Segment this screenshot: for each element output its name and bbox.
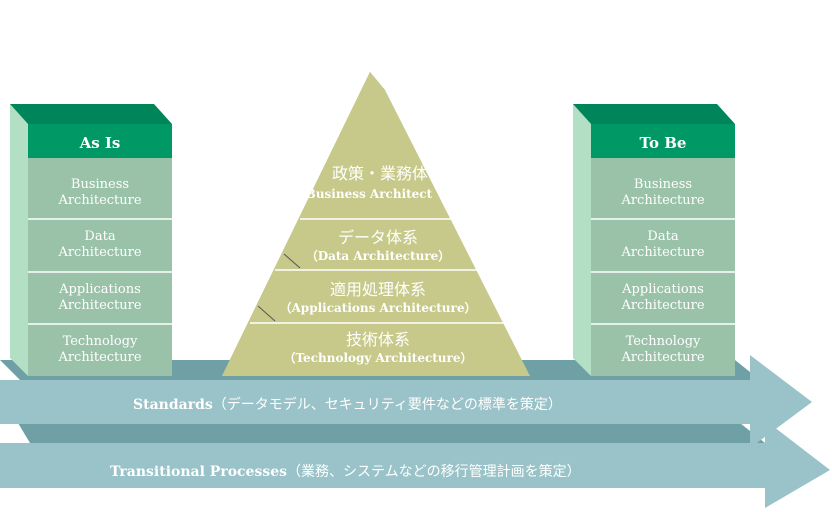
to-be-business-cell: Business Architecture [591,177,735,209]
standards-label-en: Standards [133,397,213,413]
pyramid-face [222,72,530,376]
to-be-box-top [573,104,735,124]
to-be-technology-cell: Technology Architecture [591,334,735,366]
transitional-label-en: Transitional Processes [110,464,288,480]
to-be-technology-line1: Technology [625,334,701,349]
pyramid-business-jp: 政策・業務体 [331,165,428,183]
to-be-title: To Be [639,134,687,152]
to-be-business-line2: Architecture [621,193,705,208]
as-is-applications-line1: Applications [59,282,141,297]
standards-arrow-body [0,355,812,448]
pyramid-business-en: (Business Architect [300,187,433,201]
to-be-box [573,104,735,376]
as-is-header-bg [28,124,172,158]
to-be-applications-cell: Applications Architecture [591,282,735,314]
to-be-data-line2: Architecture [621,245,705,260]
to-be-business-line1: Business [633,177,693,192]
transitional-label-jp: （業務、システムなどの移行管理計画を策定） [287,464,581,480]
to-be-applications-line2: Architecture [621,298,705,313]
as-is-technology-cell: Technology Architecture [28,334,172,366]
pyramid-data-en: （Data Architecture） [305,249,451,263]
to-be-technology-line2: Architecture [621,350,705,365]
as-is-data-cell: Data Architecture [28,229,172,261]
to-be-box-side [573,104,591,376]
to-be-body-bg [591,158,735,376]
as-is-business-line1: Business [70,177,130,192]
as-is-box-side [10,104,28,376]
to-be-applications-line1: Applications [622,282,704,297]
transitional-arrow [0,420,830,508]
as-is-box-top [10,104,172,124]
pyramid-data-jp: データ体系 [337,228,418,247]
as-is-box [10,104,172,376]
as-is-data-line1: Data [84,229,116,244]
pyramid-technology-en: （Technology Architecture） [283,351,473,365]
as-is-applications-line2: Architecture [58,298,142,313]
to-be-data-line1: Data [647,229,679,244]
as-is-business-cell: Business Architecture [28,177,172,209]
standards-label: Standards（データモデル、セキュリティ要件などの標準を策定） [133,394,562,414]
to-be-data-cell: Data Architecture [591,229,735,261]
as-is-technology-line2: Architecture [58,350,142,365]
pyramid [222,72,530,376]
standards-label-jp: （データモデル、セキュリティ要件などの標準を策定） [212,397,562,413]
pyramid-applications-en: （Applications Architecture） [279,301,477,315]
transitional-arrow-body [0,420,830,508]
as-is-applications-cell: Applications Architecture [28,282,172,314]
to-be-header-bg [591,124,735,158]
as-is-technology-line1: Technology [62,334,138,349]
transitional-label: Transitional Processes（業務、システムなどの移行管理計画を… [110,461,581,481]
pyramid-technology-jp: 技術体系 [345,330,410,349]
transitional-arrow-top [18,423,765,443]
as-is-data-line2: Architecture [58,245,142,260]
pyramid-applications-jp: 適用処理体系 [329,280,426,299]
as-is-title: As Is [79,134,121,152]
as-is-body-bg [28,158,172,376]
as-is-business-line2: Architecture [58,193,142,208]
